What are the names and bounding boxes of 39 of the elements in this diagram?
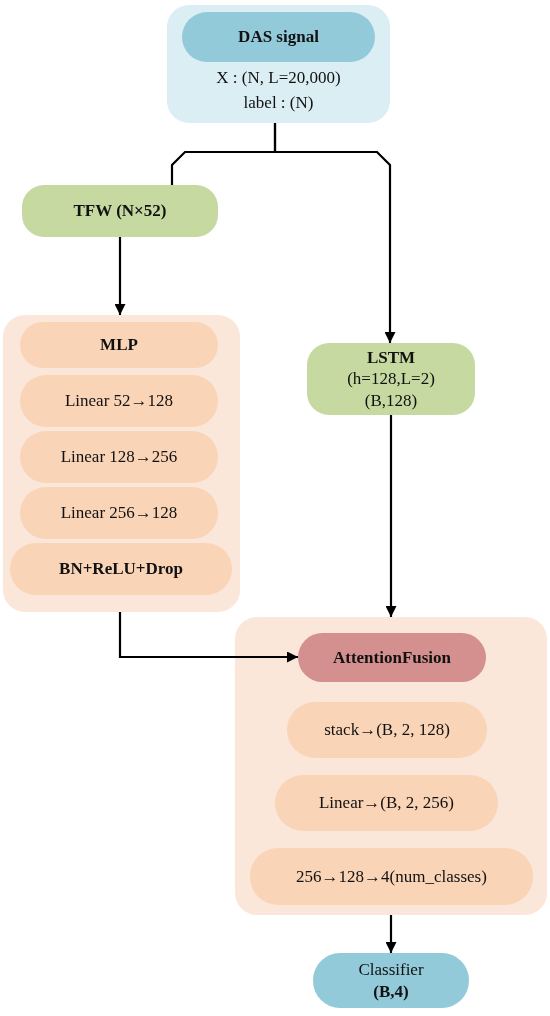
arrow	[118, 612, 298, 663]
node-label: 256→128→4(num_classes)	[296, 865, 487, 888]
node-label: MLP	[100, 334, 138, 356]
group-panel	[3, 315, 240, 612]
rounded-box	[20, 487, 218, 539]
rounded-box	[20, 322, 218, 368]
rounded-box	[287, 702, 487, 758]
rounded-box	[307, 343, 475, 415]
node-label: BN+ReLU+Drop	[59, 558, 183, 580]
node-label: Linear 128→256	[60, 446, 178, 468]
node-label: LSTM	[366, 347, 416, 369]
arrow	[114, 237, 126, 315]
rounded-box	[22, 185, 218, 237]
rounded-box	[10, 543, 232, 595]
node-label: TFW (N×52)	[73, 200, 167, 222]
rounded-box	[275, 775, 498, 831]
arrow	[273, 123, 396, 343]
arrow	[385, 915, 397, 953]
node-label: stack→(B, 2, 128)	[324, 719, 450, 741]
node-label: Linear 256→128	[60, 502, 178, 524]
node-detail: label : (N)	[243, 92, 314, 114]
arrow	[385, 415, 397, 617]
node-label: X : (N, L=20,000)	[216, 67, 341, 89]
node-label: AttentionFusion	[332, 646, 452, 669]
node-detail: (B,4)	[373, 980, 409, 1002]
group-panel	[235, 617, 547, 915]
rounded-box	[313, 953, 469, 1008]
node-label: Linear→(B, 2, 256)	[319, 792, 454, 814]
node-detail: (h=128,L=2)	[347, 368, 435, 390]
node-label: DAS signal	[238, 26, 319, 48]
rounded-box	[250, 848, 533, 905]
rounded-box	[20, 431, 218, 483]
group-panel	[167, 5, 390, 123]
node-label: Classifier	[358, 959, 424, 981]
node-detail: (B,128)	[364, 389, 418, 411]
rounded-box	[20, 375, 218, 427]
node-label: Linear 52→128	[64, 390, 174, 412]
rounded-box	[182, 12, 375, 62]
rounded-box	[298, 633, 486, 682]
